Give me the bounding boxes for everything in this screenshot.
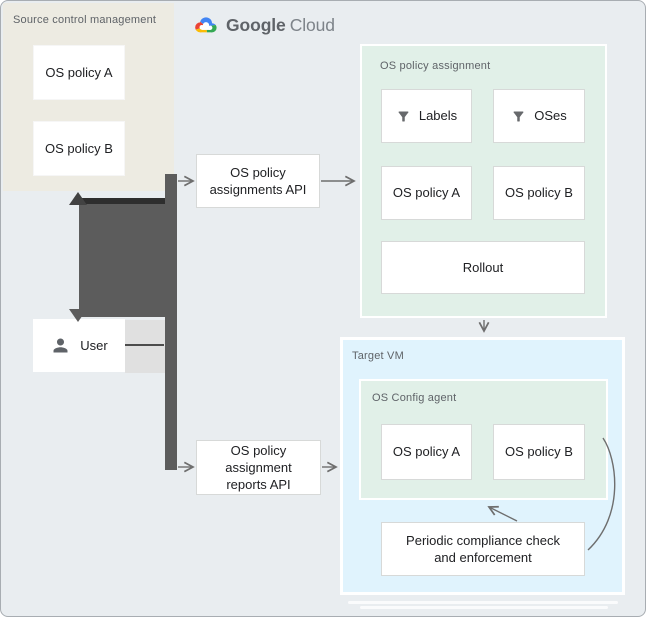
user-icon xyxy=(50,335,71,356)
oses-label: OSes xyxy=(534,108,567,124)
vm-os-policy-a-card: OS policy A xyxy=(381,424,472,480)
os-policy-assignments-api-card: OS policy assignments API xyxy=(196,154,320,208)
vm-os-policy-b-label: OS policy B xyxy=(505,444,573,460)
os-policy-assignment-reports-api-card: OS policy assignment reports API xyxy=(196,440,321,495)
vm-stack-line-2 xyxy=(360,606,608,609)
periodic-compliance-label: Periodic compliance check and enforcemen… xyxy=(406,532,560,565)
filter-icon xyxy=(396,109,411,124)
assignment-os-policy-b-card: OS policy B xyxy=(493,166,585,220)
assignment-os-policy-a-card: OS policy A xyxy=(381,166,472,220)
rollout-label: Rollout xyxy=(462,259,504,275)
rollout-card: Rollout xyxy=(381,241,585,294)
source-os-policy-b-card: OS policy B xyxy=(33,121,125,176)
labels-card: Labels xyxy=(381,89,472,143)
bundle-arrowhead-up xyxy=(69,192,87,205)
assignment-os-policy-b-label: OS policy B xyxy=(505,185,573,201)
vm-os-policy-b-card: OS policy B xyxy=(493,424,585,480)
vm-stack-line-1 xyxy=(348,601,618,604)
assignment-os-policy-a-label: OS policy A xyxy=(392,185,461,201)
os-policy-assignment-reports-api-label: OS policy assignment reports API xyxy=(225,442,292,493)
periodic-compliance-card: Periodic compliance check and enforcemen… xyxy=(381,522,585,576)
target-vm-title: Target VM xyxy=(352,350,404,362)
source-control-title: Source control management xyxy=(13,14,157,26)
labels-label: Labels xyxy=(418,108,458,124)
user-label: User xyxy=(80,337,108,353)
source-os-policy-a-label: OS policy A xyxy=(45,64,113,80)
vm-os-policy-a-label: OS policy A xyxy=(392,444,461,460)
user-card-shadow xyxy=(125,320,167,373)
user-card: User xyxy=(33,319,125,372)
source-os-policy-b-label: OS policy B xyxy=(45,140,113,156)
os-policy-assignment-title: OS policy assignment xyxy=(380,60,491,72)
os-config-agent-title: OS Config agent xyxy=(372,392,457,404)
filter-icon xyxy=(511,109,526,124)
source-os-policy-a-card: OS policy A xyxy=(33,45,125,100)
os-policy-assignments-api-label: OS policy assignments API xyxy=(209,164,307,197)
google-cloud-icon xyxy=(193,15,219,36)
oses-card: OSes xyxy=(493,89,585,143)
